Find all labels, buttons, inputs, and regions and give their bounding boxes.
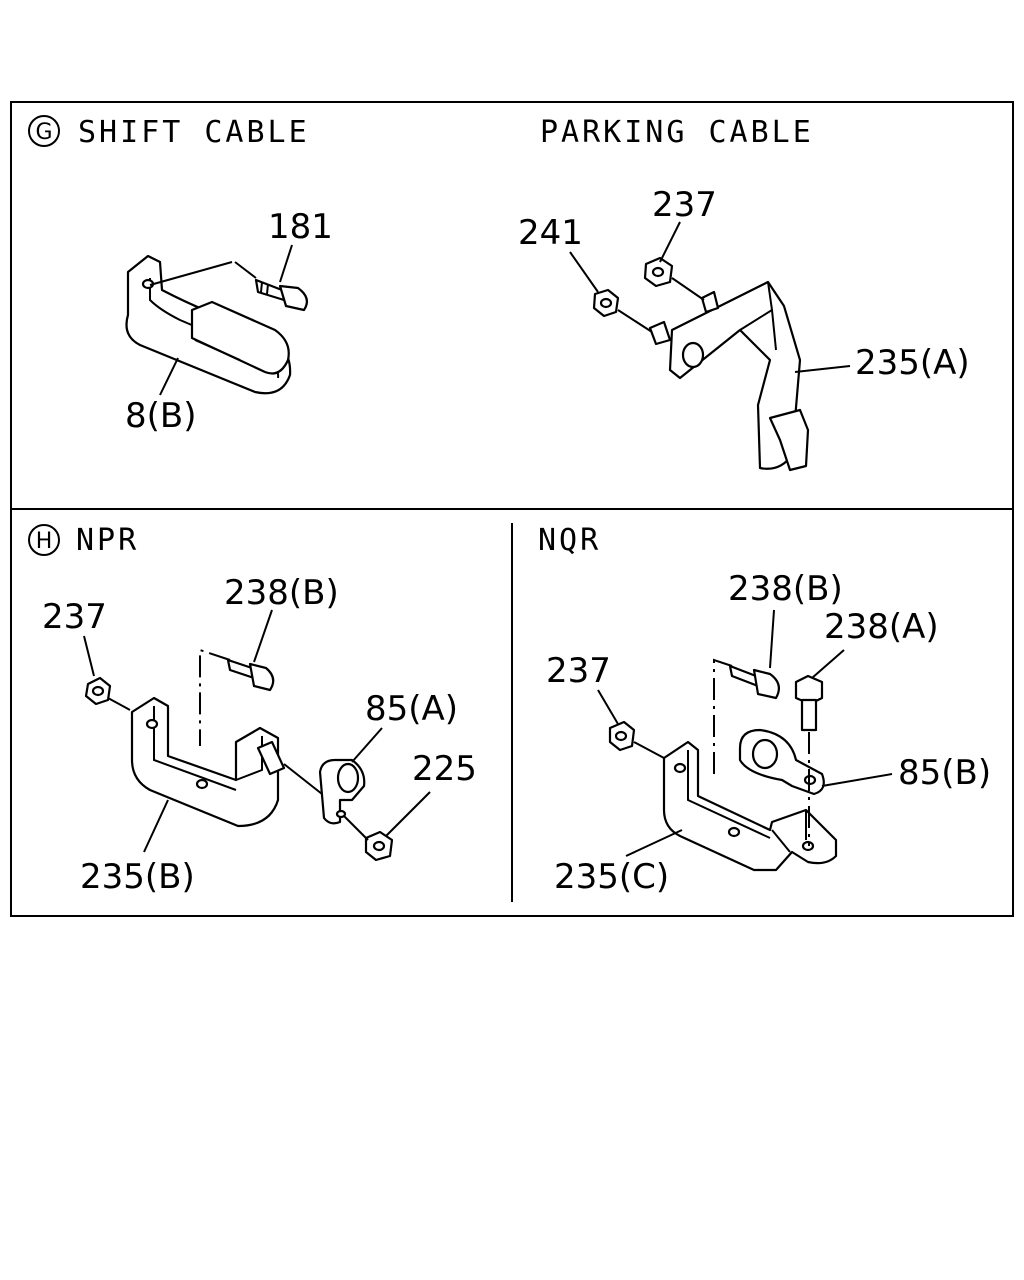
npr-237-leader [83,635,95,677]
shift-bolt-axis [149,261,233,286]
callout-npr-225: 225 [412,749,477,789]
nqr-clip-85b [738,728,825,796]
callout-shift-181: 181 [268,207,333,247]
nqr-238b-leader [769,609,775,669]
nqr-85b-leader [821,773,893,787]
callout-nqr-238a: 238(A) [824,607,939,647]
nqr-bolt-238b [728,664,781,700]
parking-237-axis [671,277,705,301]
callout-park-241: 241 [518,213,583,253]
npr-237-axis [107,697,131,711]
npr-235b-leader [143,799,169,853]
nqr-235c-leader [625,829,683,857]
parking-241-axis [617,309,653,333]
nqr-bracket [662,740,838,872]
callout-npr-237: 237 [42,597,107,637]
npr-nut-237 [84,676,112,706]
npr-stud [256,740,286,776]
section-g-marker-letter: G [35,120,52,145]
nqr-nut-237 [608,720,636,752]
parking-stud-upper [700,290,720,314]
shift-181-leader [279,244,293,283]
npr-238b-leader [253,609,273,663]
nqr-238b-axis [713,658,733,780]
callout-nqr-237: 237 [546,651,611,691]
shift-cable-title: SHIFT CABLE [78,115,310,150]
parking-cable-bracket [668,280,810,472]
shift-bolt-181 [254,278,309,312]
callout-shift-8b: 8(B) [125,396,197,436]
callout-npr-235b: 235(B) [80,857,195,897]
parking-nut-241 [592,288,620,318]
nqr-237-leader [597,689,619,725]
section-g-marker: G [28,115,60,147]
parking-241-leader [569,251,599,293]
npr-title: NPR [76,523,139,558]
parking-235a-leader [794,365,851,373]
npr-225-leader [385,791,431,837]
section-h-marker: H [28,524,60,556]
callout-npr-238b: 238(B) [224,573,339,613]
npr-85a-leader [351,727,383,763]
callout-nqr-85b: 85(B) [898,753,991,793]
callout-nqr-235c: 235(C) [554,857,669,897]
shift-cable-bracket [125,254,292,395]
npr-clip-85a [318,758,366,825]
nqr-title: NQR [538,523,601,558]
npr-225-axis [343,815,369,841]
npr-bracket [130,696,280,828]
callout-park-235a: 235(A) [855,343,970,383]
npr-stud-axis [283,763,323,795]
npr-bolt-238b [226,658,275,692]
parking-237-leader [659,221,681,263]
parking-stud-lower [648,320,672,346]
parking-cable-title: PARKING CABLE [540,115,814,150]
parking-nut-237 [643,256,674,288]
section-h-marker-letter: H [36,529,53,554]
nqr-bolt-238a [794,674,824,732]
callout-park-237: 237 [652,185,717,225]
callout-npr-85a: 85(A) [365,689,458,729]
shift-8b-leader [159,357,179,396]
callout-nqr-238b: 238(B) [728,569,843,609]
npr-nut-225 [364,830,394,862]
shift-bolt-leader [234,261,257,279]
nqr-237-axis [633,741,665,759]
npr-238b-axis [199,648,231,746]
nqr-238a-leader [811,649,845,679]
